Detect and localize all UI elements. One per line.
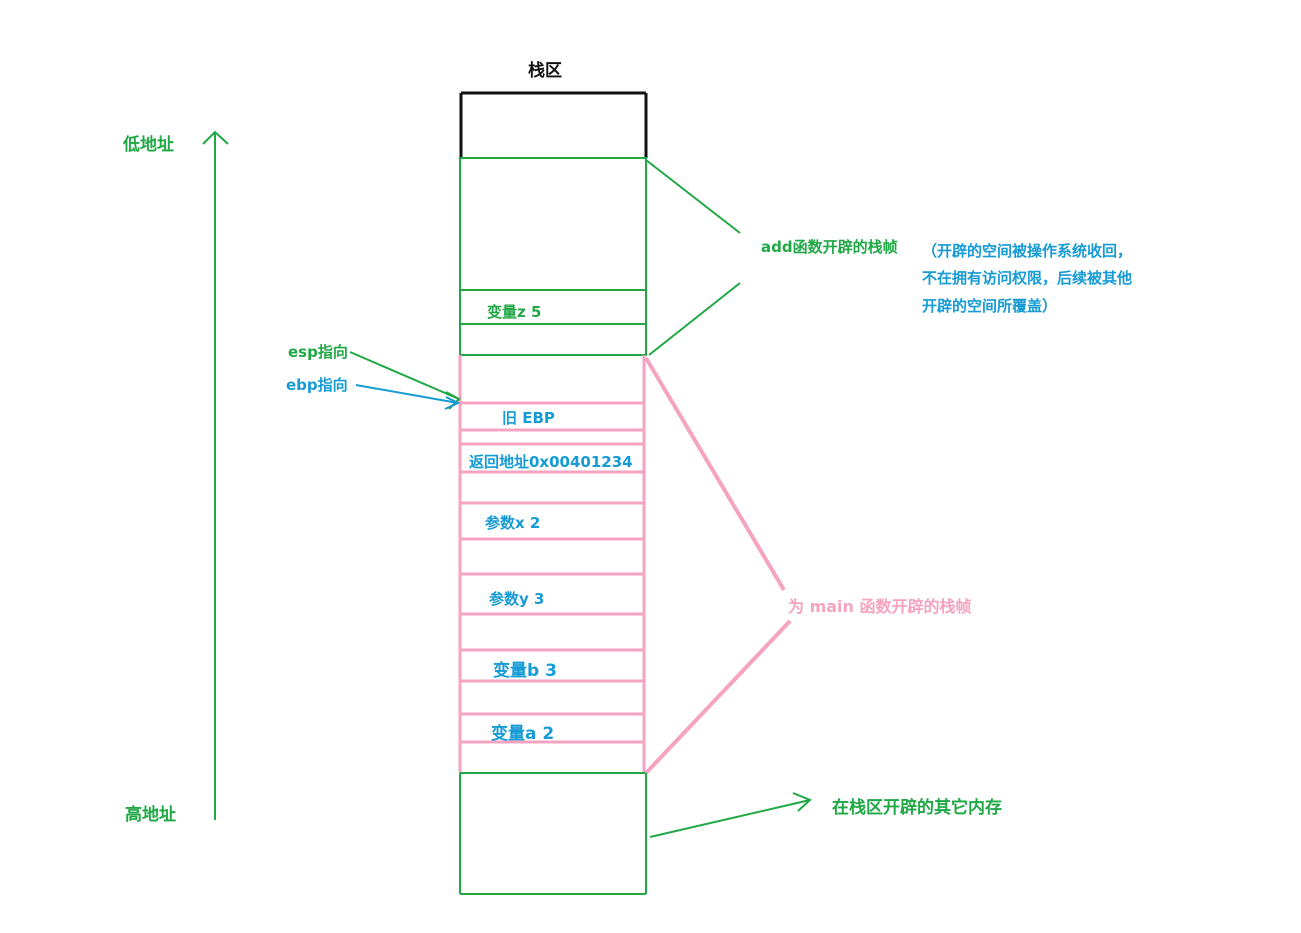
add-frame-note-line-1: （开辟的空间被操作系统收回， — [922, 242, 1132, 260]
other-memory-label: 在栈区开辟的其它内存 — [832, 797, 1002, 818]
main-frame-bracket — [644, 356, 792, 775]
add-frame-bracket — [645, 159, 741, 356]
ebp-pointer-label: ebp指向 — [286, 376, 348, 394]
address-axis-arrow — [202, 130, 229, 820]
low-address-label: 低地址 — [122, 134, 174, 155]
param-x-cell: 参数x 2 — [485, 514, 540, 532]
add-frame-note-line-3: 开辟的空间所覆盖） — [922, 297, 1057, 315]
other-memory-box — [459, 773, 647, 895]
var-z-cell: 变量z 5 — [487, 303, 541, 321]
main-frame-label: 为 main 函数开辟的栈帧 — [788, 597, 972, 616]
add-frame-label: add函数开辟的栈帧 — [761, 238, 898, 256]
param-y-cell: 参数y 3 — [489, 590, 544, 608]
var-a-cell: 变量a 2 — [491, 723, 554, 744]
old-ebp-cell: 旧 EBP — [502, 409, 555, 427]
var-b-cell: 变量b 3 — [493, 660, 557, 681]
return-address-cell: 返回地址0x00401234 — [469, 453, 633, 471]
main-frame-box — [458, 355, 646, 773]
stack-title: 栈区 — [528, 60, 562, 81]
add-frame-note-line-2: 不在拥有访问权限，后续被其他 — [922, 269, 1132, 287]
ebp-pointer-arrow — [355, 384, 461, 410]
other-memory-arrow — [649, 792, 812, 838]
esp-pointer-label: esp指向 — [288, 343, 348, 361]
unused-stack-region — [459, 91, 648, 158]
add-frame-box — [459, 157, 647, 356]
high-address-label: 高地址 — [125, 804, 176, 825]
